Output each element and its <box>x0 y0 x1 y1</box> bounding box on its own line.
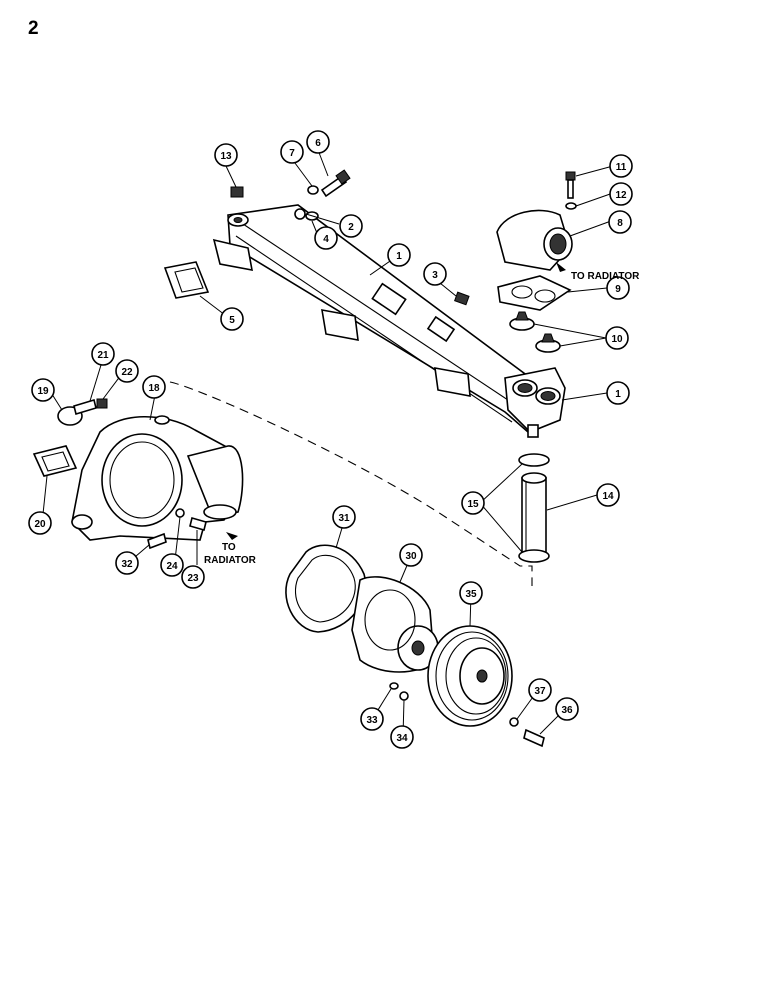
svg-text:36: 36 <box>561 705 573 716</box>
callout-3: 3 <box>423 262 447 286</box>
callout-8: 8 <box>608 210 632 234</box>
callout-9: 9 <box>606 276 630 300</box>
callout-5: 5 <box>220 307 244 331</box>
washer <box>307 185 319 195</box>
svg-text:20: 20 <box>34 519 46 530</box>
lock-washer <box>565 202 577 210</box>
callout-24: 24 <box>160 553 184 577</box>
callout-32: 32 <box>115 551 139 575</box>
page-number: 2 <box>28 18 39 39</box>
water-pump <box>351 576 439 673</box>
outlet-stud <box>147 532 167 550</box>
svg-text:12: 12 <box>615 190 627 201</box>
callout-10: 10 <box>605 326 629 350</box>
callout-31: 31 <box>332 505 356 529</box>
bolt <box>320 169 351 198</box>
svg-text:1: 1 <box>615 389 621 400</box>
callout-19: 19 <box>31 378 55 402</box>
svg-text:21: 21 <box>97 350 109 361</box>
pump-nut <box>399 691 409 701</box>
svg-text:22: 22 <box>121 367 133 378</box>
callout-23: 23 <box>181 565 205 589</box>
svg-text:10: 10 <box>611 334 623 345</box>
svg-text:14: 14 <box>602 491 614 502</box>
thermostats <box>509 311 561 353</box>
callout-18: 18 <box>142 375 166 399</box>
svg-text:32: 32 <box>121 559 133 570</box>
callout-15: 15 <box>461 491 485 515</box>
pipe-plug-3 <box>454 291 470 306</box>
pulley-washer <box>509 717 519 727</box>
svg-text:30: 30 <box>405 551 417 562</box>
pump-washer <box>389 682 399 690</box>
svg-text:24: 24 <box>166 561 178 572</box>
callout-1-manifold: 1 <box>387 243 411 267</box>
thermostat-gasket <box>497 275 572 311</box>
svg-text:3: 3 <box>432 270 438 281</box>
nut <box>96 398 108 409</box>
svg-text:9: 9 <box>615 284 621 295</box>
svg-text:33: 33 <box>366 715 378 726</box>
pulley-bolt <box>523 728 545 748</box>
svg-text:11: 11 <box>616 162 627 173</box>
manifold-gasket <box>163 261 210 299</box>
hose-clamps <box>518 453 550 563</box>
bypass-hose <box>521 472 547 557</box>
callout-36: 36 <box>555 697 579 721</box>
pump-pulley <box>427 625 513 727</box>
to-radiator-note-outlet-line2: RADIATOR <box>204 555 257 566</box>
stud <box>73 398 97 416</box>
outlet-gasket <box>32 445 78 477</box>
callout-2: 2 <box>339 214 363 238</box>
callout-37: 37 <box>528 678 552 702</box>
to-radiator-note-thermostat: TO RADIATOR <box>571 271 640 282</box>
to-radiator-note-outlet-line1: TO <box>222 542 236 553</box>
callout-33: 33 <box>360 707 384 731</box>
svg-text:18: 18 <box>148 383 160 394</box>
svg-text:7: 7 <box>289 148 295 159</box>
outlet-bolt <box>189 517 207 531</box>
callout-4: 4 <box>314 226 338 250</box>
svg-text:31: 31 <box>338 513 350 524</box>
thermostat-housing <box>496 209 573 272</box>
water-outlet-housing <box>71 415 244 541</box>
assembly-boundary <box>169 381 533 586</box>
svg-text:2: 2 <box>348 222 354 233</box>
callout-35: 35 <box>459 581 483 605</box>
svg-text:6: 6 <box>315 138 321 149</box>
outlet-washer <box>175 508 185 518</box>
callout-12: 12 <box>609 182 633 206</box>
svg-text:34: 34 <box>396 733 408 744</box>
callout-13: 13 <box>214 143 238 167</box>
callout-30: 30 <box>399 543 423 567</box>
svg-text:35: 35 <box>465 589 477 600</box>
callout-11: 11 <box>609 154 633 178</box>
svg-text:37: 37 <box>534 686 546 697</box>
housing-bolt <box>565 171 576 199</box>
water-manifold <box>212 204 566 438</box>
svg-text:19: 19 <box>37 386 49 397</box>
svg-text:4: 4 <box>323 234 329 245</box>
callout-34: 34 <box>390 725 414 749</box>
callout-21: 21 <box>91 342 115 366</box>
callout-22: 22 <box>115 359 139 383</box>
callout-1-outlet: 1 <box>606 381 630 405</box>
fitting <box>294 208 306 220</box>
svg-text:1: 1 <box>396 251 402 262</box>
svg-text:15: 15 <box>467 499 479 510</box>
svg-text:5: 5 <box>229 315 235 326</box>
pipe-plug <box>230 186 244 198</box>
callout-20: 20 <box>28 511 52 535</box>
callout-6: 6 <box>306 130 330 154</box>
callout-14: 14 <box>596 483 620 507</box>
svg-text:23: 23 <box>187 573 199 584</box>
callout-7: 7 <box>280 140 304 164</box>
svg-text:13: 13 <box>220 151 232 162</box>
svg-text:8: 8 <box>617 218 623 229</box>
